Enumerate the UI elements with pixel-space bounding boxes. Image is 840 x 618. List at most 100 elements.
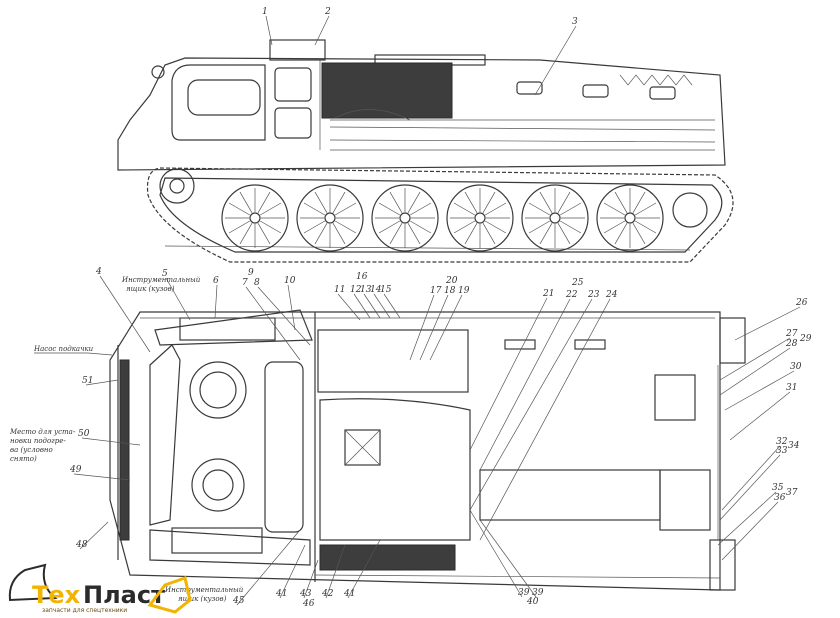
techplast-logo: Тех Пласт запчасти для спецтехники — [8, 563, 192, 614]
note-tool-box-bottom: Инструментальный — [164, 586, 244, 594]
leader-line — [383, 293, 401, 319]
leader-line — [287, 284, 296, 331]
note-pump: Насос подкачки — [33, 345, 94, 353]
leader-line — [429, 294, 463, 361]
drive-sprocket — [159, 168, 195, 204]
hull-side-outline — [117, 57, 726, 171]
body-vent — [516, 81, 543, 95]
leader-line — [165, 277, 191, 321]
road-wheel — [221, 184, 289, 252]
callout-29: 29 — [799, 334, 812, 344]
leader-line — [81, 437, 141, 446]
callout-46: 46 — [302, 599, 315, 609]
leader-line — [303, 559, 319, 599]
leader-line — [719, 347, 791, 396]
leader-line — [99, 275, 151, 353]
leader-line — [479, 298, 611, 541]
leader-line — [409, 294, 435, 361]
callout-3: 3 — [572, 17, 578, 27]
callout-27: 27 — [785, 329, 798, 339]
leader-line — [724, 370, 795, 411]
callout-14: 14 — [370, 285, 382, 295]
callout-15: 15 — [380, 285, 392, 295]
note-heater-4: снято) — [10, 455, 37, 463]
hatch — [269, 39, 326, 61]
callout-5: 5 — [162, 269, 168, 279]
note-heater-2: новки подогре- — [10, 437, 66, 445]
callout-45: 45 — [232, 596, 245, 606]
body-vent — [582, 84, 609, 98]
callout-16: 16 — [356, 272, 368, 282]
road-wheel — [371, 184, 439, 252]
leader-line — [73, 473, 131, 481]
callout-28: 28 — [785, 339, 798, 349]
leader-line — [721, 445, 781, 511]
note-tool-box-top: Инструментальный — [121, 276, 201, 284]
leader-line — [719, 337, 791, 381]
callout-1: 1 — [262, 7, 268, 17]
plan-view — [109, 309, 746, 591]
callout-50: 50 — [78, 429, 90, 439]
excavator-bucket-icon — [8, 563, 58, 602]
callout-20: 20 — [445, 276, 458, 286]
leader-line — [717, 491, 777, 546]
note-tool-box-top-2: ящик (кузов) — [126, 285, 175, 293]
callout-25: 25 — [571, 278, 584, 288]
callout-10: 10 — [284, 276, 296, 286]
leader-line — [729, 391, 791, 441]
rear-light-box — [719, 317, 746, 364]
side-window-upper — [274, 67, 312, 102]
callout-17: 17 — [430, 286, 442, 296]
leader-line — [325, 544, 346, 599]
side-radiator-grille — [321, 62, 453, 119]
leader-line — [479, 519, 537, 598]
logo-tagline: запчасти для спецтехники — [42, 607, 127, 614]
callout-23: 23 — [587, 290, 600, 300]
road-wheel — [596, 184, 664, 252]
callout-41: 41 — [343, 589, 355, 599]
side-radiator-plan — [319, 544, 456, 571]
commander-hatch — [189, 361, 247, 419]
leader-line — [469, 297, 548, 451]
leader-line — [721, 501, 779, 561]
callout-34: 34 — [788, 441, 800, 451]
track — [146, 167, 734, 263]
road-wheel — [521, 184, 589, 252]
windshield — [149, 344, 181, 526]
leader-line — [734, 306, 801, 341]
cab-door — [171, 64, 266, 141]
rear-equipment — [659, 469, 711, 531]
leader-line — [245, 286, 301, 361]
cab-window — [187, 79, 261, 116]
logo-text-1: Тех — [32, 581, 81, 609]
callout-40: 40 — [526, 597, 539, 607]
excavator-arm-icon — [147, 576, 192, 614]
label-plate — [504, 339, 536, 350]
leader-line — [79, 521, 109, 550]
notes: Инструментальный ящик (кузов) Насос подк… — [9, 276, 244, 603]
callout-6: 6 — [213, 276, 219, 286]
callout-49: 49 — [69, 465, 82, 475]
driver-hatch — [191, 458, 245, 512]
leader-line — [265, 15, 273, 46]
leader-line — [363, 293, 381, 319]
leader-line — [279, 544, 306, 599]
callout-31: 31 — [786, 383, 797, 393]
callout-22: 22 — [565, 290, 578, 300]
callout-21: 21 — [542, 289, 554, 299]
engine-hatch — [319, 398, 471, 541]
road-wheel — [446, 184, 514, 252]
callout-33: 33 — [776, 446, 788, 456]
idler-wheel — [672, 192, 708, 228]
body-vent — [649, 86, 676, 100]
leader-line — [314, 15, 330, 46]
fan — [344, 429, 381, 466]
callout-9: 9 — [248, 268, 254, 278]
callout-30: 30 — [790, 362, 802, 372]
callout-26: 26 — [795, 298, 808, 308]
callout-48: 48 — [75, 540, 88, 550]
leader-line — [214, 284, 218, 319]
label-plate — [574, 339, 606, 350]
callout-42: 42 — [321, 589, 334, 599]
